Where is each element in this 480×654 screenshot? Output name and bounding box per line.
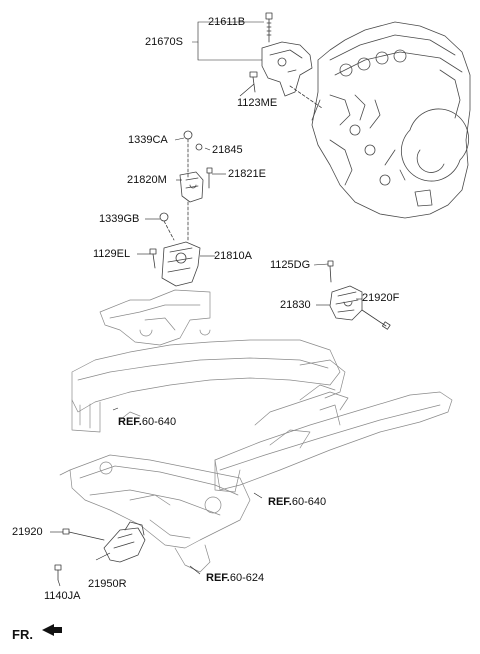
front-arrow-icon — [42, 624, 62, 636]
ref-label-60-640-lower[interactable]: REF.60-640 — [268, 496, 326, 508]
callout-21830: 21830 — [280, 299, 311, 311]
callout-21920: 21920 — [12, 526, 43, 538]
bracket-21820M — [179, 171, 204, 203]
side-member-frame — [71, 289, 346, 433]
engine-block — [311, 21, 471, 219]
bolt-1123ME — [249, 71, 258, 93]
bolt-21611B — [265, 12, 273, 43]
callout-21920F: 21920F — [362, 292, 400, 304]
ref-prefix: REF. — [118, 416, 142, 428]
bolt-21821E — [206, 167, 213, 189]
callout-21670S: 21670S — [145, 36, 183, 48]
ref-number: 60-624 — [229, 572, 265, 584]
ref-prefix: REF. — [206, 572, 230, 584]
callout-21950R: 21950R — [88, 578, 127, 590]
mount-21830 — [329, 285, 363, 321]
ref-number: 60-640 — [291, 496, 327, 508]
callout-1339GB: 1339GB — [99, 213, 140, 225]
callout-1129EL: 1129EL — [93, 248, 131, 260]
ref-label-60-640-upper[interactable]: REF.60-640 — [118, 416, 176, 428]
nut-1339CA — [183, 130, 193, 140]
callout-1339CA: 1339CA — [128, 134, 168, 146]
callout-21820M: 21820M — [127, 174, 167, 186]
bolt-1140JA — [54, 564, 62, 581]
front-direction-label: FR. — [12, 627, 33, 642]
callout-1123ME: 1123ME — [237, 97, 278, 109]
callout-1125DG: 1125DG — [270, 259, 311, 271]
callout-21611B: 21611B — [208, 16, 246, 28]
rod-21950R — [103, 521, 146, 563]
bolt-1129EL — [149, 248, 157, 269]
lower-member-frame — [214, 384, 453, 493]
bolt-21920 — [62, 528, 105, 541]
ref-prefix: REF. — [268, 496, 292, 508]
bolt-21920F — [361, 309, 391, 330]
callout-21810A: 21810A — [214, 250, 252, 262]
nut-1339GB — [159, 212, 169, 222]
callout-21821E: 21821E — [228, 168, 266, 180]
mount-21810A — [161, 241, 201, 287]
bolt-1125DG — [327, 260, 334, 283]
ref-number: 60-640 — [141, 416, 177, 428]
washer-21845 — [195, 143, 203, 151]
ref-label-60-624[interactable]: REF.60-624 — [206, 572, 264, 584]
subframe — [59, 454, 251, 573]
callout-21845: 21845 — [212, 144, 243, 156]
bracket-21670S — [261, 41, 313, 97]
callout-1140JA: 1140JA — [44, 590, 81, 602]
